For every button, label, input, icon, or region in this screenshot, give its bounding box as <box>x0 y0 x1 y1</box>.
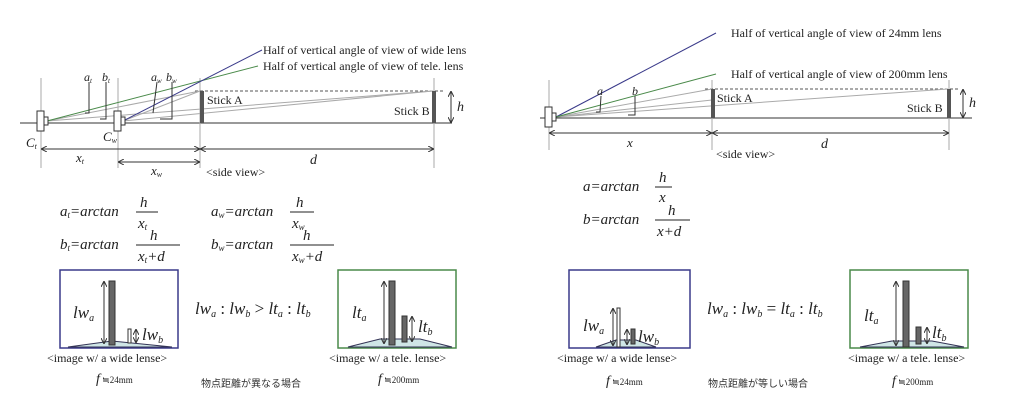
svg-text:xt: xt <box>137 216 148 232</box>
svg-text:xw+d: xw+d <box>291 249 323 265</box>
h-label: h <box>969 96 976 111</box>
svg-text:xt+d: xt+d <box>137 249 165 265</box>
left-formulas: at=arctan h xt aw=arctan h xw bt=arctan … <box>60 195 334 265</box>
svg-text:<image w/ a tele. lense>: <image w/ a tele. lense> <box>329 351 446 365</box>
left-tele-image: lta ltb <image w/ a tele. lense> f ≒200m… <box>329 269 457 387</box>
svg-text:f ≒200mm: f ≒200mm <box>378 372 419 387</box>
angle-bt-label: bt <box>102 70 111 85</box>
svg-text:lwa: lwa <box>583 316 604 337</box>
svg-text:h: h <box>296 195 304 211</box>
xw-label: xw <box>150 163 163 179</box>
right-ratio: lwa : lwb = lta : ltb <box>707 299 823 320</box>
camera-w <box>113 110 126 132</box>
svg-text:lta: lta <box>864 306 878 327</box>
svg-text:h: h <box>140 195 148 211</box>
svg-text:lwa: lwa <box>73 303 94 324</box>
wide-angle-line <box>122 49 263 122</box>
svg-text:x: x <box>658 190 666 206</box>
svg-text:h: h <box>150 228 158 244</box>
sight-lines <box>46 90 434 122</box>
angle-markers <box>85 81 173 120</box>
left-note: 物点距離が異なる場合 <box>201 377 301 390</box>
left-side-view: Half of vertical angle of view of wide l… <box>20 43 467 179</box>
svg-text:ltb: ltb <box>932 323 946 344</box>
x-label: x <box>626 135 633 150</box>
tele-angle-line <box>46 65 259 122</box>
right-wide-image: lwa lwb <image w/ a wide lense> f ≒24mm <box>557 269 691 389</box>
svg-text:h: h <box>668 203 676 219</box>
stick-b-label: Stick B <box>394 104 430 118</box>
formula-at: at=arctan <box>60 204 119 220</box>
right-tele-image: lta ltb <image w/ a tele. lense> f ≒200m… <box>848 269 969 389</box>
camera-t-label: Ct <box>26 135 38 151</box>
camera-w-label: Cw <box>103 129 118 145</box>
angle-a-label: a <box>597 84 603 98</box>
d-label: d <box>821 137 829 152</box>
right-formulas: a=arctan h x b=arctan h x+d <box>583 170 690 240</box>
formula-b: b=arctan <box>583 212 639 228</box>
formula-bw: bw=arctan <box>211 237 273 253</box>
xt-label: xt <box>75 150 85 166</box>
svg-text:h: h <box>303 228 311 244</box>
stick-b-label: Stick B <box>907 101 943 115</box>
200mm-angle-label: Half of vertical angle of view of 200mm … <box>731 67 948 81</box>
stick-b <box>947 89 951 118</box>
formula-a: a=arctan <box>583 179 639 195</box>
right-side-view: Half of vertical angle of view of 24mm l… <box>540 26 976 161</box>
svg-text:f ≒200mm: f ≒200mm <box>892 374 933 389</box>
svg-text:lwb: lwb <box>142 325 163 346</box>
left-ratio: lwa : lwb > lta : ltb <box>195 299 311 320</box>
formula-aw: aw=arctan <box>211 204 273 220</box>
stick-b <box>432 91 436 123</box>
svg-text:ltb: ltb <box>418 317 432 338</box>
svg-text:<image w/ a wide lense>: <image w/ a wide lense> <box>557 351 677 365</box>
camera-t <box>36 110 49 132</box>
24mm-angle-label: Half of vertical angle of view of 24mm l… <box>731 26 942 40</box>
svg-text:lwb: lwb <box>638 327 659 348</box>
stick-a <box>200 91 204 123</box>
svg-text:<image w/ a wide lense>: <image w/ a wide lense> <box>47 351 167 365</box>
svg-text:x+d: x+d <box>656 224 682 240</box>
wide-angle-label: Half of vertical angle of view of wide l… <box>263 43 467 57</box>
svg-text:lta: lta <box>352 303 366 324</box>
svg-text:<image w/ a tele. lense>: <image w/ a tele. lense> <box>848 351 965 365</box>
24mm-angle-line <box>555 32 717 118</box>
angle-at-label: at <box>84 70 93 85</box>
formula-bt: bt=arctan <box>60 237 119 253</box>
angle-bw-label: bw <box>166 70 177 85</box>
tele-angle-label: Half of vertical angle of view of tele. … <box>263 59 464 73</box>
200mm-angle-line <box>555 73 717 118</box>
svg-text:h: h <box>659 170 667 186</box>
side-view-label: <side view> <box>206 165 265 179</box>
angle-aw-label: aw <box>151 70 162 85</box>
d-label: d <box>310 153 318 168</box>
stick-a <box>711 89 715 118</box>
stick-a-label: Stick A <box>207 93 243 107</box>
camera <box>544 106 557 128</box>
h-label: h <box>457 100 464 115</box>
side-view-label: <side view> <box>716 147 775 161</box>
left-wide-image: lwa lwb <image w/ a wide lense> f ≒24mm <box>47 269 179 387</box>
svg-text:f ≒24mm: f ≒24mm <box>96 372 133 387</box>
svg-text:f ≒24mm: f ≒24mm <box>606 374 643 389</box>
stick-a-label: Stick A <box>717 91 753 105</box>
svg-text:xw: xw <box>291 216 305 232</box>
right-note: 物点距離が等しい場合 <box>708 377 808 390</box>
angle-b-label: b <box>632 84 638 98</box>
